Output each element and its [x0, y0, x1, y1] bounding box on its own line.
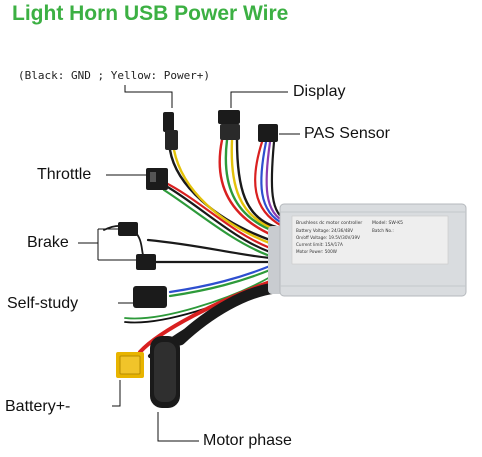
display-connector [218, 110, 240, 140]
connectors [116, 110, 278, 408]
pas-sensor-connector [258, 124, 278, 142]
label-battery: Battery+- [5, 398, 71, 415]
plate-line: On/off Voltage: 19.5V/30V/39V [296, 235, 360, 240]
wire-color-note: (Black: GND ; Yellow: Power+) [18, 69, 211, 82]
plate-heading: Brushless dc motor controller [296, 220, 362, 226]
leader-light-horn-usb [124, 85, 173, 108]
label-pas-sensor: PAS Sensor [304, 125, 390, 142]
motor-phase-connector [150, 336, 180, 408]
label-brake: Brake [27, 234, 69, 251]
label-self-study: Self-study [7, 295, 79, 312]
plate-line: Motor Power: 500W [296, 249, 337, 254]
leader-brake [78, 228, 140, 261]
plate-line: Current limit: 15A/17A [296, 242, 343, 247]
self-study-connector [133, 286, 167, 308]
plate-model: Model: SW-K5 [372, 220, 403, 226]
diagram-title: Light Horn USB Power Wire [12, 2, 289, 25]
plate-line: Battery Voltage: 24/36/48V [296, 228, 353, 233]
leader-lines [78, 85, 300, 442]
label-throttle: Throttle [37, 166, 92, 183]
controller-housing [268, 203, 467, 297]
leader-battery [112, 380, 121, 407]
leader-motor-phase [157, 412, 199, 442]
light-horn-usb-connector [163, 112, 178, 150]
throttle-connector [146, 168, 168, 190]
wire-bundle [103, 138, 290, 358]
leader-display [230, 91, 288, 108]
label-motor-phase: Motor phase [203, 432, 292, 449]
plate-batch: Batch No.: [372, 228, 394, 233]
battery-connector [116, 352, 144, 378]
label-display: Display [293, 83, 346, 100]
brake-connectors [118, 222, 156, 270]
